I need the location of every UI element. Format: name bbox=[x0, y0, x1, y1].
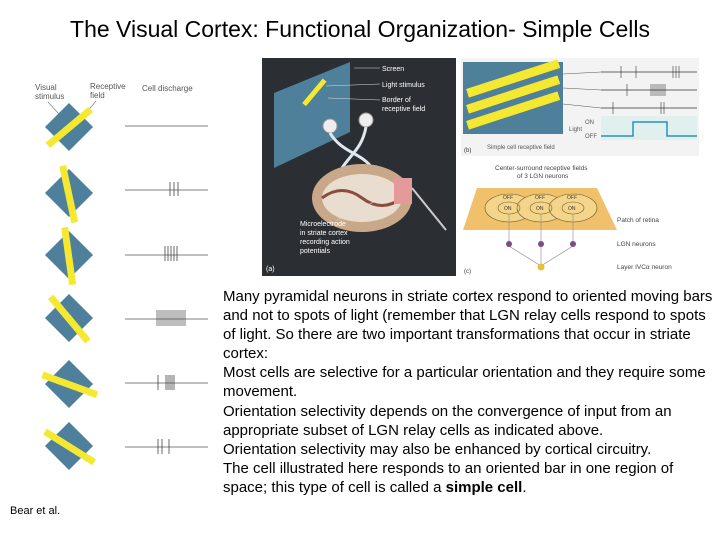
credit-label: Bear et al. bbox=[10, 505, 61, 517]
on-rf-label-3: ON bbox=[568, 206, 576, 212]
slide-title: The Visual Cortex: Functional Organizati… bbox=[70, 16, 650, 42]
off-label: OFF bbox=[585, 134, 597, 140]
paragraph-4: Orientation selectivity may also be enha… bbox=[223, 440, 652, 458]
center-surround-label-line2: of 3 LGN neurons bbox=[517, 173, 569, 180]
lgn-neurons-label: LGN neurons bbox=[617, 241, 656, 248]
simple-cell-rf-figure: ON Light OFF Simple cell receptive field… bbox=[461, 58, 699, 156]
off-rf-label-1: OFF bbox=[503, 195, 513, 201]
simple-cell-caption: Simple cell receptive field bbox=[487, 145, 555, 151]
paragraph-5-text: The cell illustrated here responds to an… bbox=[223, 459, 674, 496]
stimulus-row-4 bbox=[44, 293, 208, 344]
microelectrode-label-line3: recording action bbox=[300, 239, 350, 246]
microelectrode-label-line4: potentials bbox=[300, 248, 330, 255]
paragraph-5-end: . bbox=[522, 478, 527, 496]
stimulus-row-5 bbox=[41, 359, 208, 409]
receptive-field-label-line2: field bbox=[90, 91, 105, 100]
light-stimulus-label: Light stimulus bbox=[382, 82, 425, 89]
visual-stimulus-label: Visual bbox=[35, 83, 57, 92]
stimulus-row-3 bbox=[44, 226, 208, 286]
layer-ivc-label: Layer IVCα neuron bbox=[617, 264, 672, 271]
simple-cell-term: simple cell bbox=[445, 478, 523, 496]
paragraph-1: Many pyramidal neurons in striate cortex… bbox=[223, 288, 713, 363]
off-rf-label-3: OFF bbox=[567, 195, 577, 201]
stimulus-row-6 bbox=[43, 421, 208, 471]
paragraph-3: Orientation selectivity depends on the c… bbox=[223, 402, 672, 439]
stimulus-row-2 bbox=[44, 164, 208, 224]
off-rf-label-2: OFF bbox=[535, 195, 545, 201]
microelectrode-label-line2: in striate cortex bbox=[300, 230, 348, 237]
receptive-field-label: Receptive bbox=[90, 82, 126, 91]
cell-discharge-label: Cell discharge bbox=[142, 84, 193, 93]
on-label: ON bbox=[585, 120, 594, 126]
border-label: Border of bbox=[382, 97, 411, 104]
patch-of-retina-label: Patch of retina bbox=[617, 217, 659, 224]
explanation-text: Many pyramidal neurons in striate cortex… bbox=[223, 287, 713, 497]
light-label: Light bbox=[569, 127, 582, 133]
panel-a-label: (a) bbox=[266, 266, 275, 273]
panel-c-label: (c) bbox=[464, 269, 471, 275]
on-rf-label-1: ON bbox=[504, 206, 512, 212]
visual-stimulus-label-line2: stimulus bbox=[35, 92, 64, 101]
recording-setup-figure: Screen Light stimulus Border of receptiv… bbox=[262, 58, 456, 276]
screen-label: Screen bbox=[382, 66, 404, 73]
panel-b-label: (b) bbox=[464, 148, 471, 154]
center-surround-label: Center-surround receptive fields bbox=[495, 165, 588, 172]
border-label-line2: receptive field bbox=[382, 106, 425, 113]
paragraph-2: Most cells are selective for a particula… bbox=[223, 364, 706, 401]
on-rf-label-2: ON bbox=[536, 206, 544, 212]
orientation-stimulus-figure: Visual stimulus Receptive field Cell dis… bbox=[35, 82, 208, 471]
lgn-convergence-figure: Center-surround receptive fields of 3 LG… bbox=[461, 160, 699, 276]
paragraph-5: The cell illustrated here responds to an… bbox=[223, 459, 713, 497]
microelectrode-label: Microelectrode bbox=[300, 221, 346, 228]
stimulus-row-1 bbox=[44, 102, 208, 152]
